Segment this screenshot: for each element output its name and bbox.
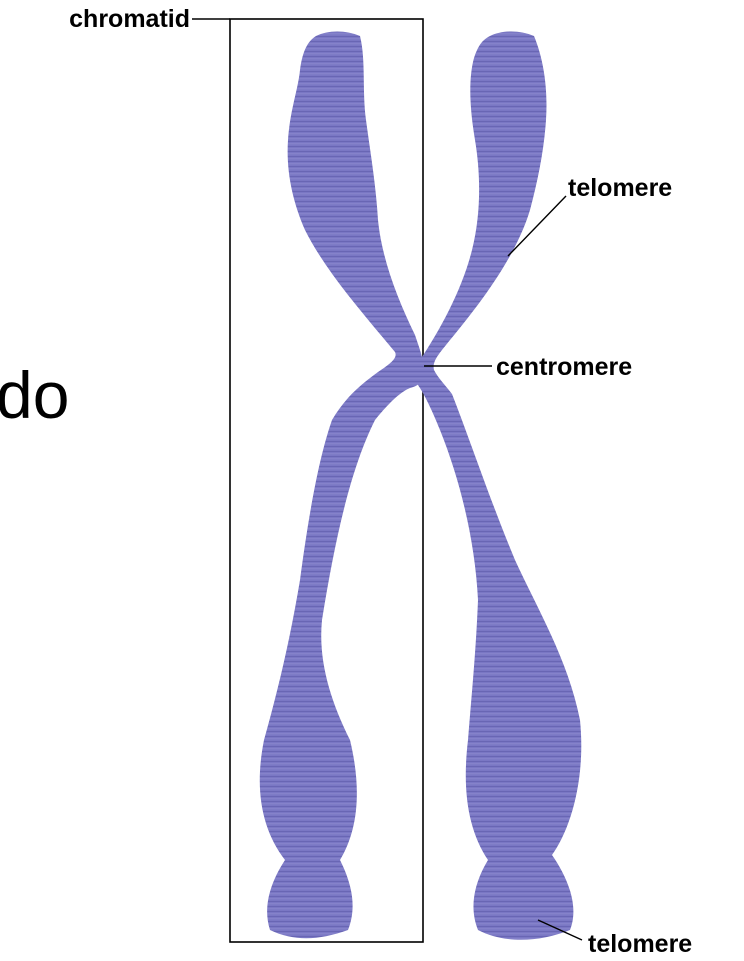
- telomere-lower-label: telomere: [588, 930, 692, 958]
- centromere-label: centromere: [496, 353, 632, 381]
- telomere-upper-label: telomere: [568, 174, 672, 202]
- partial-text: do: [0, 358, 69, 432]
- left-chromatid: [260, 32, 424, 939]
- chromatid-label: chromatid: [69, 5, 190, 33]
- right-chromatid: [416, 32, 582, 940]
